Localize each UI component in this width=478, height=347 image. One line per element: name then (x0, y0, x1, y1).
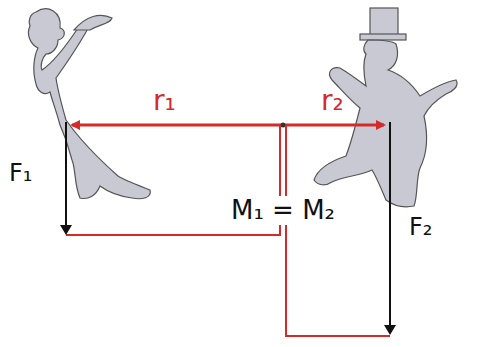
f2-label: F₂ (406, 214, 435, 240)
f1-label: F₁ (6, 160, 35, 186)
m2-area-line (286, 125, 390, 336)
r1-label: r₁ (150, 86, 179, 117)
r1-arrow (72, 124, 283, 127)
child-figure (28, 9, 150, 199)
f2-arrow (389, 122, 391, 333)
r2-label: r₂ (318, 86, 347, 117)
moment-equation: M₁ = M₂ (228, 196, 338, 225)
r2-arrow (283, 124, 384, 127)
pivot (281, 123, 286, 128)
f1-arrow (65, 122, 67, 233)
man-figure (314, 8, 457, 207)
